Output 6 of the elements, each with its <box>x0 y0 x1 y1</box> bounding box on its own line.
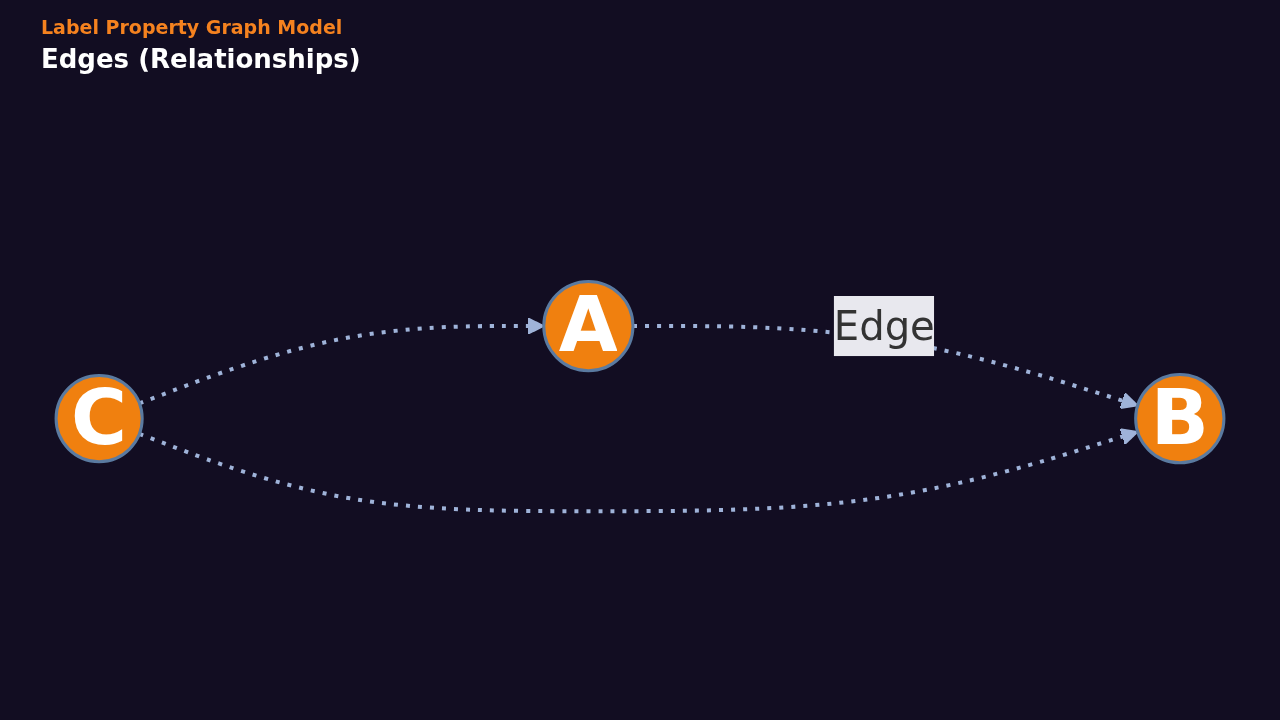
edge-label: Edge <box>833 301 935 351</box>
node-circle: A <box>542 279 635 373</box>
title-text: Edges (Relationships) <box>41 44 361 74</box>
node-circle: B <box>1134 372 1226 465</box>
subtitle-text: Label Property Graph Model <box>41 16 344 38</box>
node-circle: C <box>54 374 144 464</box>
